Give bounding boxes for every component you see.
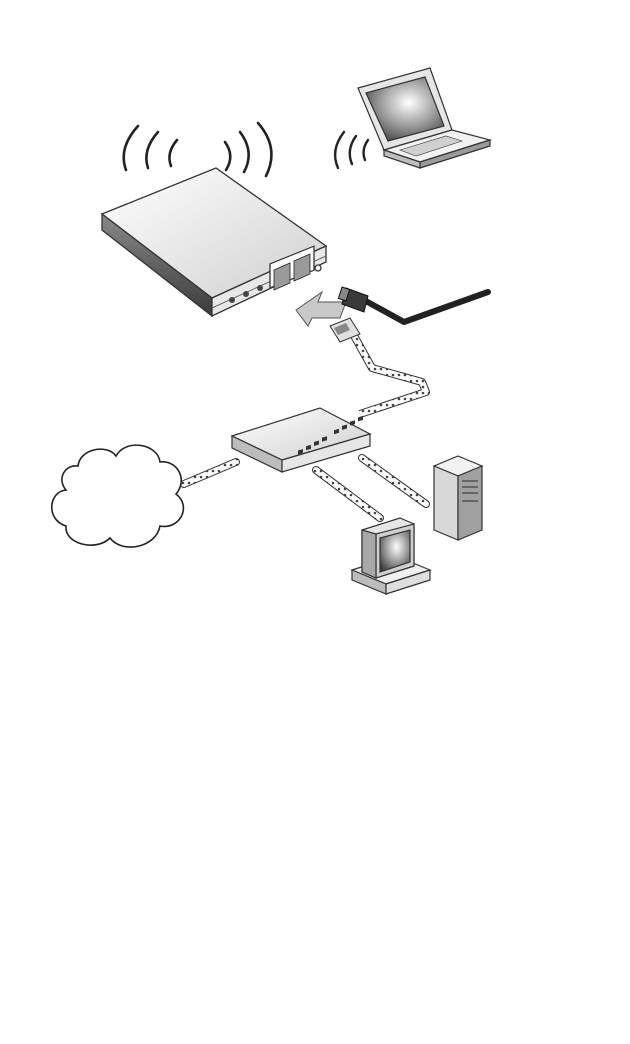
network-hub-icon — [232, 408, 370, 472]
wireless-access-point-icon — [102, 168, 326, 316]
laptop-wireless-signal-icon — [335, 132, 368, 168]
laptop-icon — [358, 68, 490, 168]
desktop-computer-icon — [352, 518, 430, 594]
ethernet-cable-to-cloud — [184, 462, 236, 484]
cloud-icon — [52, 445, 184, 547]
tower-server-icon — [434, 456, 482, 540]
ethernet-cable-to-server — [362, 458, 426, 504]
ethernet-cable-to-desktop — [316, 470, 380, 518]
power-adapter-icon — [338, 287, 488, 322]
ethernet-cable-to-access-point — [330, 318, 426, 414]
wireless-signal-icon — [124, 123, 272, 176]
